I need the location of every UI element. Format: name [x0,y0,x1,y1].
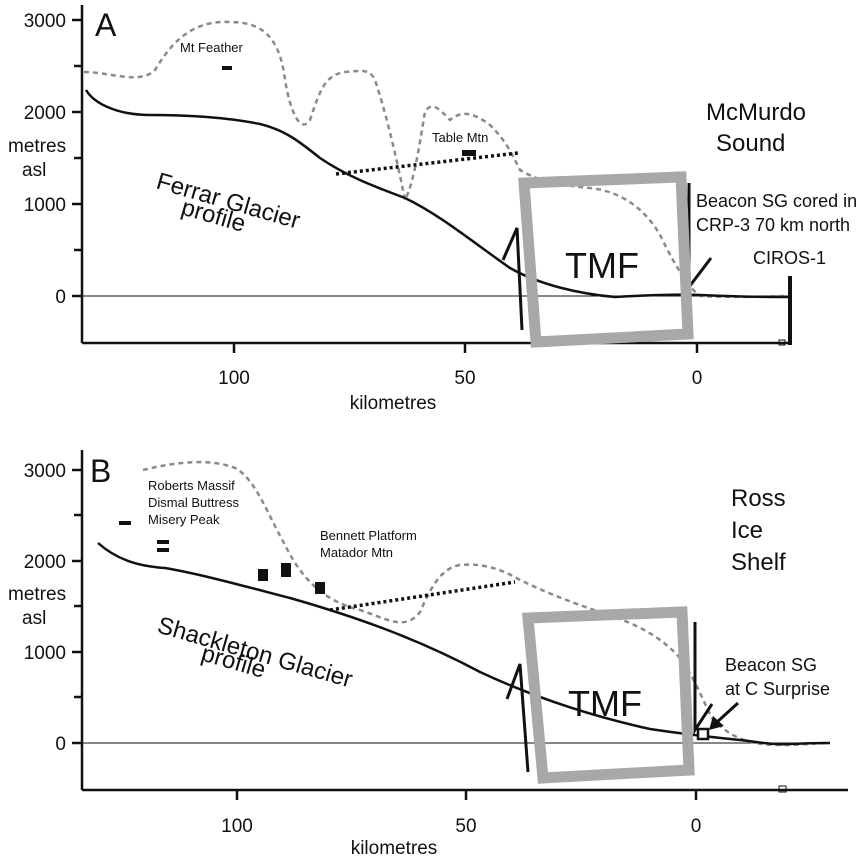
panel-a-xlabel: kilometres [350,393,437,414]
panel-b-sea-label-3: Shelf [731,549,786,576]
panel-b-y-ticks [72,468,82,745]
panel-a-glacier-profile [84,89,791,299]
panel-a-xtick-100: 100 [218,368,250,389]
panel-a-ylabel-1: metres [8,136,66,157]
panel-b-xtick-100: 100 [221,816,253,837]
panel-b-dotted-surface [329,580,516,612]
panel-b-misery-peak-marker [157,548,169,552]
panel-b-peak-markers [119,521,325,594]
panel-a-mt-feather-marker [222,66,232,70]
panel-b-note-1: Beacon SG [725,655,817,675]
panel-a-ylabel-2: asl [22,160,46,181]
panel-b-peak-label-5: Matador Mtn [320,545,393,560]
panel-b-sea-label-1: Ross [731,485,786,512]
panel-b-c-surprise-square [696,727,710,741]
panel-a-note-1: Beacon SG cored in [696,191,857,211]
panel-b-ytick-0: 0 [55,734,66,755]
panel-a-site-label: CIROS-1 [753,248,826,268]
panel-a-sea-label-2: Sound [716,130,785,157]
panel-a-mt-feather-label: Mt Feather [180,40,244,55]
panel-b-ylabel-1: metres [8,584,66,605]
panel-a-ytick-2000: 2000 [24,103,66,124]
panel-a-fault-left [501,227,524,331]
panel-b-xtick-0: 0 [691,816,702,837]
panel-b-peak-label-3: Misery Peak [148,512,220,527]
panel-a-ytick-3000: 3000 [24,11,66,32]
panel-b-sea-label-2: Ice [731,517,763,544]
panel-a-x-ticks [232,343,699,353]
panel-b-arrow-head [709,716,724,730]
panel-a-sea-label-1: McMurdo [706,99,806,126]
panel-a-xtick-0: 0 [692,368,703,389]
panel-a-tmf-box [518,171,694,348]
panel-b-note-2: at C Surprise [725,679,830,699]
panel-a-small-square [778,339,786,346]
panel-a-dotted-surface [335,151,519,176]
panel-b-xlabel: kilometres [351,838,438,857]
panel-b-fault-left [505,663,530,773]
panel-b-marker-3 [315,582,325,594]
panel-a-ridge-profile [83,20,791,299]
panel-b-tmf-label: TMF [568,683,642,724]
panel-b-peak-label-4: Bennett Platform [320,528,417,543]
panel-b-arrow-shaft [714,701,740,725]
panel-b-peak-label-2: Dismal Buttress [148,495,240,510]
panel-b-peak-label-1: Roberts Massif [148,478,235,493]
panel-b-xtick-50: 50 [455,816,476,837]
panel-b-ytick-1000: 1000 [24,643,66,664]
panel-b-glacier-profile [97,542,831,746]
panel-b-marker-1 [258,569,268,581]
panel-b-x-ticks [235,790,698,800]
panel-a-note-2: CRP-3 70 km north [696,215,850,235]
panel-a-ytick-1000: 1000 [24,195,66,216]
panel-a-tmf-label: TMF [565,245,639,286]
panel-b: 3000 2000 1000 0 metres asl 100 50 0 kil… [8,450,848,859]
panel-a-table-mtn-marker [462,150,476,156]
panel-b-ylabel-2: asl [22,608,46,629]
panel-a-xtick-50: 50 [454,368,475,389]
panel-b-tmf-box [521,606,695,784]
panel-b-roberts-massif-marker [119,521,131,525]
panel-b-letter: B [90,453,111,489]
panel-b-ytick-3000: 3000 [24,461,66,482]
panel-a: 3000 2000 1000 0 metres asl 100 50 0 kil… [8,5,857,414]
panel-b-marker-2 [281,563,291,577]
panel-b-dismal-buttress-marker [157,540,169,544]
panel-b-small-square [778,785,787,793]
panel-b-ytick-2000: 2000 [24,552,66,573]
panel-a-table-mtn-label: Table Mtn [432,130,488,145]
panel-a-ytick-0: 0 [55,287,66,308]
panel-b-ridge-profile [142,460,831,747]
panel-b-fault-right [693,622,714,736]
panel-a-letter: A [95,7,117,43]
panel-a-y-ticks [72,18,82,298]
